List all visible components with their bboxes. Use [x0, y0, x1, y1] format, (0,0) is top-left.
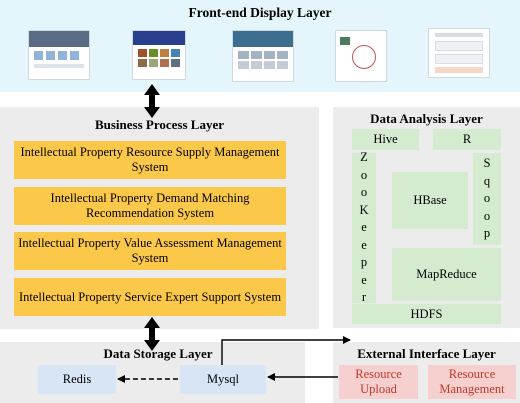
sqoop-letter: o	[483, 191, 491, 206]
expert-support-system-label: Intellectual Property Service Expert Sup…	[18, 289, 282, 304]
data-analysis-layer: Data Analysis Layer Hive R Z o o K e e p…	[333, 107, 520, 328]
zookeeper-letter: e	[361, 272, 367, 287]
sqoop-letter: S	[483, 156, 491, 171]
frontend-layer-title: Front-end Display Layer	[188, 5, 332, 20]
analysis-layer-title: Data Analysis Layer	[370, 111, 483, 126]
website-thumbnail-1	[28, 30, 90, 80]
resource-management-line1: Resource	[448, 367, 496, 381]
hive-box: Hive	[352, 129, 419, 150]
data-storage-layer: Data Storage Layer Redis Mysql	[0, 342, 305, 403]
zookeeper-letter: p	[360, 255, 368, 270]
hdfs-box: HDFS	[352, 304, 501, 324]
zookeeper-letter: Z	[360, 150, 368, 165]
sqoop-letter: q	[483, 173, 491, 188]
mysql-to-hdfs-arrow	[221, 336, 351, 365]
website-thumbnail-3	[232, 30, 294, 82]
business-storage-arrow	[144, 317, 160, 351]
mapreduce-label: MapReduce	[416, 267, 477, 281]
external-layer-title: External Interface Layer	[357, 346, 496, 361]
storage-layer-title: Data Storage Layer	[103, 346, 213, 361]
redis-label: Redis	[62, 372, 92, 386]
resource-upload-box: Resource Upload	[339, 365, 418, 399]
resource-supply-system: Intellectual Property Resource Supply Ma…	[14, 141, 286, 179]
zookeeper-letter: o	[360, 185, 368, 200]
resource-management-box: Resource Management	[428, 365, 516, 399]
value-assessment-system-label: Intellectual Property Value Assessment M…	[18, 236, 282, 265]
resource-upload-line1: Resource	[355, 367, 402, 381]
website-thumbnail-4	[335, 30, 387, 82]
mysql-box: Mysql	[180, 365, 266, 394]
r-label: R	[462, 132, 472, 146]
resource-upload-line2: Upload	[360, 382, 397, 396]
value-assessment-system: Intellectual Property Value Assessment M…	[14, 232, 286, 270]
business-process-layer: Business Process Layer Intellectual Prop…	[0, 107, 319, 329]
zookeeper-letter: e	[361, 220, 367, 235]
website-thumbnail-2	[132, 30, 186, 80]
demand-matching-system: Intellectual Property Demand Matching Re…	[14, 187, 286, 225]
resource-management-line2: Management	[439, 382, 505, 396]
mysql-label: Mysql	[207, 372, 239, 386]
mapreduce-box: MapReduce	[392, 248, 501, 301]
zookeeper-letter: o	[360, 167, 368, 182]
zookeeper-box: Z o o K e e p e r	[352, 150, 376, 304]
frontend-business-arrow	[144, 84, 160, 118]
hive-label: Hive	[373, 132, 398, 146]
sqoop-letter: p	[483, 226, 491, 241]
hbase-box: HBase	[392, 172, 468, 229]
sqoop-letter: o	[483, 208, 491, 223]
zookeeper-letter: r	[361, 290, 367, 305]
zookeeper-letter: e	[361, 237, 367, 252]
sqoop-box: S q o o p	[473, 153, 501, 245]
hdfs-label: HDFS	[410, 306, 443, 321]
expert-support-system: Intellectual Property Service Expert Sup…	[14, 278, 286, 316]
zookeeper-letter: K	[359, 202, 369, 217]
redis-box: Redis	[38, 365, 116, 394]
resource-supply-system-label: Intellectual Property Resource Supply Ma…	[20, 145, 280, 174]
business-layer-title: Business Process Layer	[94, 117, 225, 132]
external-interface-layer: External Interface Layer Resource Upload…	[333, 342, 520, 403]
frontend-layer: Front-end Display Layer	[0, 0, 520, 92]
demand-matching-system-label: Intellectual Property Demand Matching Re…	[50, 191, 250, 220]
r-box: R	[433, 129, 501, 150]
website-thumbnail-5	[428, 28, 490, 78]
hbase-label: HBase	[413, 193, 447, 207]
